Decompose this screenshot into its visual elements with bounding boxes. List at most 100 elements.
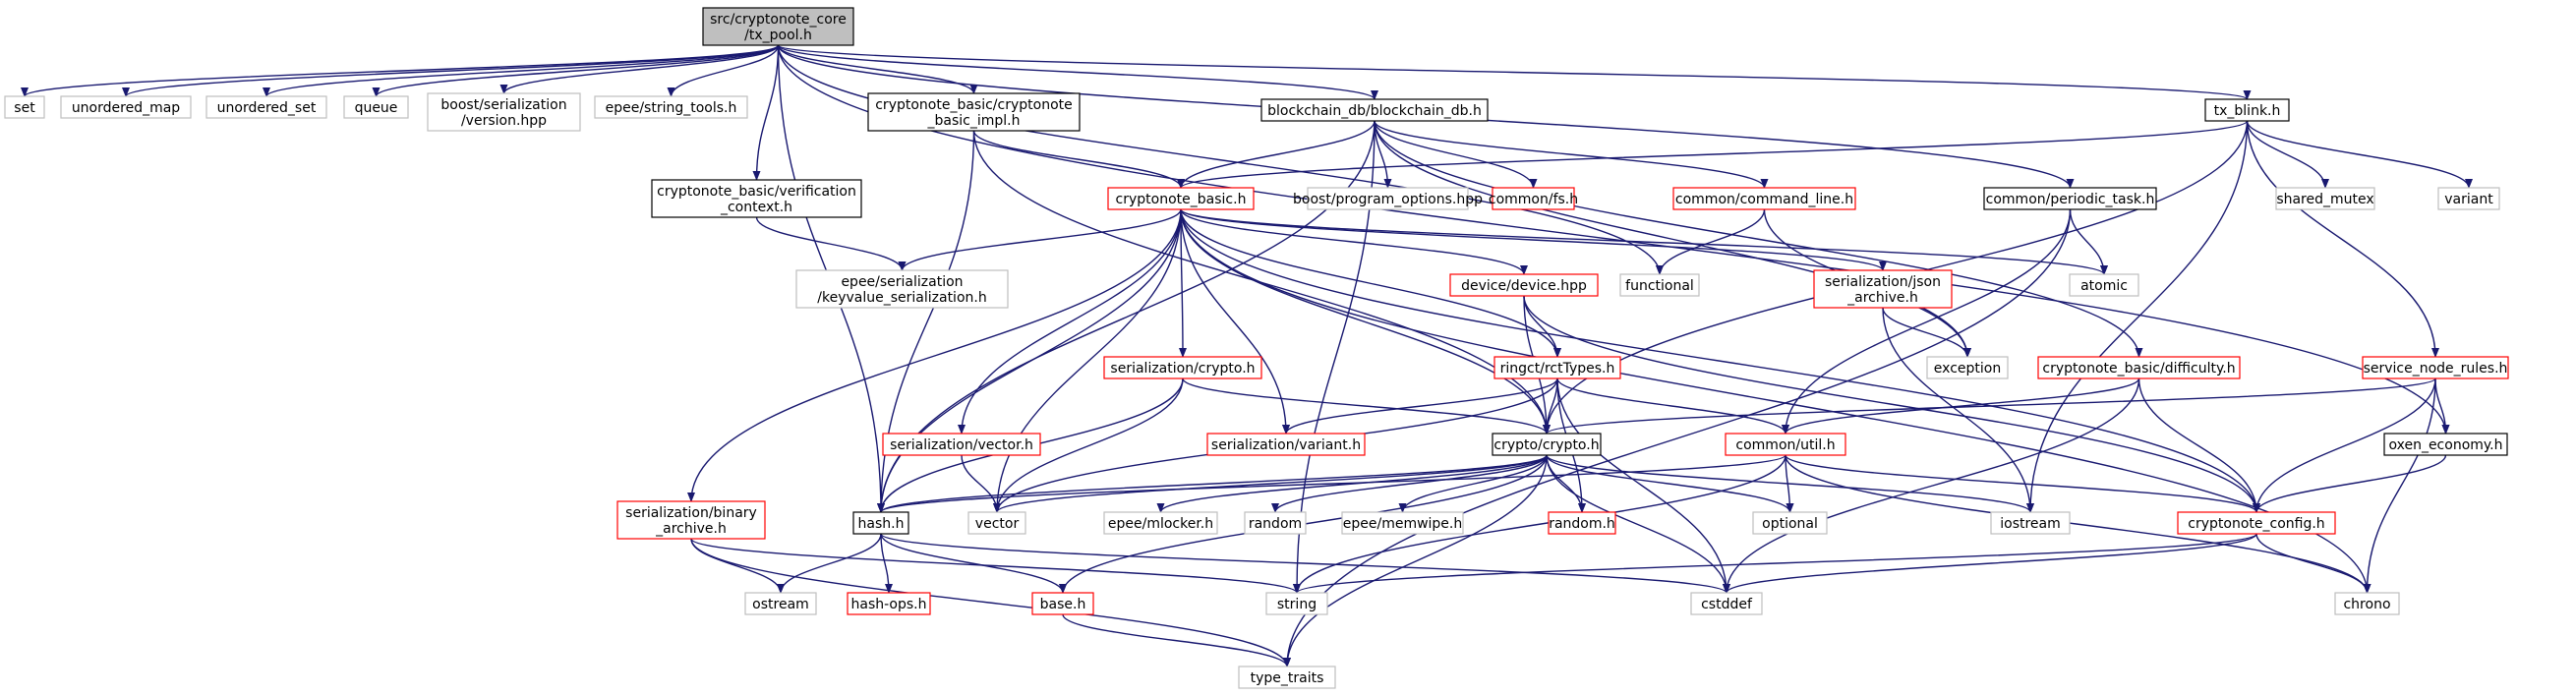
node-cryptonote-basic-difficulty[interactable]: cryptonote_basic/difficulty.h [2037,356,2241,379]
edge-common_util-to-cryptonote_config [1785,454,2260,513]
node-atomic[interactable]: atomic [2069,273,2139,297]
node-base-h[interactable]: base.h [1031,592,1094,615]
node-serialization-vector[interactable]: serialization/vector.h [882,433,1041,456]
node-common-util[interactable]: common/util.h [1725,433,1846,456]
node-serialization-json-archive[interactable]: serialization/json_archive.h [1813,269,1953,309]
node-crypto-crypto[interactable]: crypto/crypto.h [1492,433,1602,456]
node-label: vector [975,516,1020,532]
node-boost-program-options[interactable]: boost/program_options.hpp [1293,187,1483,210]
edge-serialization_binary_archive-to-type_traits [690,538,1291,667]
node-device-device[interactable]: device/device.hpp [1449,273,1599,297]
node-boost-serialization-version[interactable]: boost/serialization/version.hpp [427,92,581,132]
edge-common_util-to-chrono [1785,454,2371,594]
node-label: epee/serialization [841,274,963,290]
node-random[interactable]: random [1244,511,1307,535]
node-ringct-rctTypes[interactable]: ringct/rctTypes.h [1493,356,1621,379]
edge-crypto_crypto-to-random [1271,454,1548,513]
node-blockchain-db[interactable]: blockchain_db/blockchain_db.h [1260,98,1489,122]
node-label: queue [355,100,398,116]
node-unordered-map[interactable]: unordered_map [60,95,192,119]
edge-root-to-unordered_map [122,44,780,97]
node-iostream[interactable]: iostream [1990,511,2071,535]
node-label: exception [1934,361,2001,377]
node-label: serialization/vector.h [890,437,1033,453]
node-serialization-binary-archive[interactable]: serialization/binary_archive.h [616,500,766,540]
node-optional[interactable]: optional [1752,511,1828,535]
node-serialization-variant[interactable]: serialization/variant.h [1206,433,1366,456]
node-tx-blink[interactable]: tx_blink.h [2204,98,2290,122]
edge-root-to-functional [777,44,1664,275]
edge-cryptonote_basic-to-device_device [1180,208,1528,275]
node-hash-h[interactable]: hash.h [852,511,909,535]
node-type-traits[interactable]: type_traits [1238,666,1336,689]
node-epee-mlocker[interactable]: epee/mlocker.h [1103,511,1218,535]
node-variant[interactable]: variant [2437,187,2500,210]
node-cryptonote-basic-impl[interactable]: cryptonote_basic/cryptonote_basic_impl.h [867,92,1081,132]
edge-layer [21,44,2473,667]
node-ostream[interactable]: ostream [744,592,817,615]
node-label: random [1249,516,1302,532]
node-label: hash-ops.h [851,597,927,612]
node-box [1813,269,1953,309]
node-label: common/command_line.h [1675,192,1853,207]
node-box [1690,592,1763,615]
node-label: cryptonote_config.h [2188,516,2324,532]
node-epee-keyvalue[interactable]: epee/serialization/keyvalue_serializatio… [795,269,1009,309]
node-chrono[interactable]: chrono [2334,592,2400,615]
node-label: boost/serialization [440,97,566,113]
node-box [1103,511,1218,535]
node-label: unordered_map [72,100,180,116]
node-epee-string-tools[interactable]: epee/string_tools.h [594,95,748,119]
node-serialization-crypto[interactable]: serialization/crypto.h [1103,356,1262,379]
edge-root-to-boost_serialization_version [499,44,780,94]
node-box [1449,273,1599,297]
node-common-command-line[interactable]: common/command_line.h [1672,187,1856,210]
edge-crypto_crypto-to-iostream [1546,454,2034,513]
node-string[interactable]: string [1265,592,1328,615]
node-vector[interactable]: vector [967,511,1026,535]
node-hash-ops[interactable]: hash-ops.h [847,592,931,615]
node-box [2383,433,2508,456]
edge-device_device-to-cryptonote_config [1523,295,2260,513]
node-shared-mutex[interactable]: shared_mutex [2275,187,2375,210]
edge-cryptonote_config-to-chrono [2255,533,2371,594]
node-box [2362,356,2509,379]
node-service-node-rules[interactable]: service_node_rules.h [2362,356,2509,379]
node-root[interactable]: src/cryptonote_core/tx_pool.h [702,7,854,46]
node-cryptonote-basic[interactable]: cryptonote_basic.h [1107,187,1255,210]
edge-crypto_crypto-to-type_traits [1283,454,1548,667]
node-box [4,95,45,119]
node-label: cryptonote_basic.h [1116,192,1247,207]
node-functional[interactable]: functional [1619,273,1700,297]
edge-cryptonote_basic_impl-to-cryptonote_basic [972,130,1185,189]
edge-cryptonote_config-to-string [1293,533,2257,594]
edge-common_util-to-optional [1785,454,1794,513]
edge-tx_blink-to-shared_mutex [2246,120,2329,189]
node-label: blockchain_db/blockchain_db.h [1267,103,1482,119]
node-queue[interactable]: queue [343,95,409,119]
node-cryptonote-config[interactable]: cryptonote_config.h [2177,511,2336,535]
node-random-h[interactable]: random.h [1548,511,1616,535]
edge-cryptonote_basic-to-cryptonote_config [1180,208,2260,513]
edge-common_util-to-hash_h [877,454,1786,513]
node-common-periodic-task[interactable]: common/periodic_task.h [1983,187,2157,210]
node-epee-memwipe[interactable]: epee/memwipe.h [1341,511,1464,535]
node-unordered-set[interactable]: unordered_set [205,95,327,119]
edge-cryptonote_basic-to-epee_keyvalue [898,208,1182,271]
node-oxen-economy[interactable]: oxen_economy.h [2383,433,2508,456]
edge-device_device-to-ringct_rctTypes [1523,295,1561,358]
node-label: crypto/crypto.h [1493,437,1599,453]
edge-blockchain_db-to-cryptonote_basic [1177,120,1376,189]
node-label: set [14,100,35,116]
edge-common_command_line-to-functional [1656,208,1766,275]
edge-oxen_economy-to-cryptonote_config [2253,454,2447,513]
node-set[interactable]: set [4,95,45,119]
node-label: _archive.h [655,521,727,537]
node-label: tx_blink.h [2214,103,2281,119]
node-exception[interactable]: exception [1926,356,2009,379]
node-box [744,592,817,615]
node-verification-context[interactable]: cryptonote_basic/verification_context.h [651,179,862,218]
node-cstddef[interactable]: cstddef [1690,592,1763,615]
node-common-fs[interactable]: common/fs.h [1489,187,1578,210]
node-box [1265,592,1328,615]
